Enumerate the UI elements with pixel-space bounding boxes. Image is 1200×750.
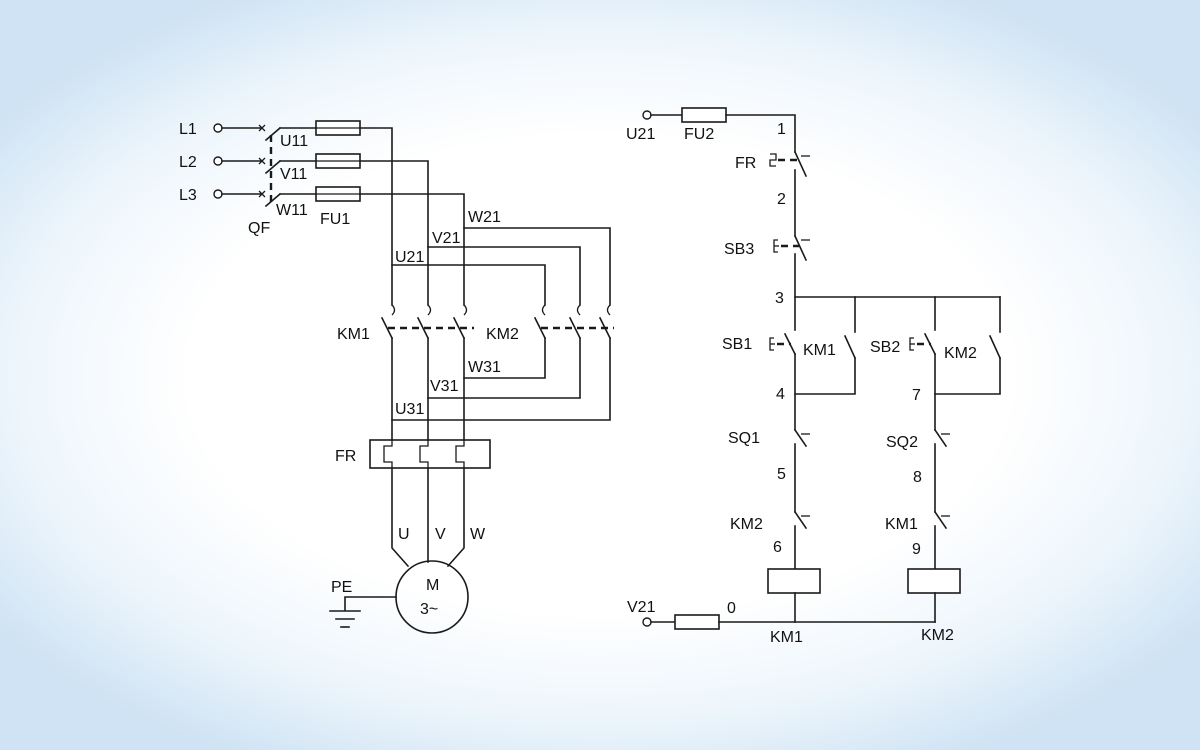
km1-interlock-contact [933,510,950,530]
label-fu1: FU1 [320,211,350,228]
sq2-limit-switch [933,428,950,448]
label-m-phase: 3~ [420,601,438,618]
label-v31: V31 [430,378,459,395]
fr-nc-contact [769,150,810,178]
node-6: 6 [773,539,782,556]
ctrl-label-km1-aux: KM1 [803,342,836,359]
km1-coil [767,568,821,594]
terminal-l2 [213,156,223,166]
label-qf: QF [248,220,270,237]
control-circuit-labels: U21 FU2 1 FR 2 SB3 3 SB1 KM1 SB2 KM2 4 7… [626,121,977,646]
node-4: 4 [776,386,785,403]
label-w: W [470,526,486,543]
node-1: 1 [777,121,786,138]
label-km2: KM2 [486,326,519,343]
node-3: 3 [775,290,784,307]
ctrl-label-fr: FR [735,155,756,172]
km2-main-contacts [533,304,612,340]
sb2-start-button [909,332,937,356]
label-l1: L1 [179,121,197,138]
main-circuit [213,120,614,634]
node-5: 5 [777,466,786,483]
fr-thermal-relay [369,439,491,469]
ctrl-label-km1-coil: KM1 [770,629,803,646]
label-w11: W11 [276,202,308,219]
terminal-u21 [642,110,652,120]
ctrl-label-v21: V21 [627,599,656,616]
fu2-fuse [681,107,727,123]
label-w31: W31 [468,359,501,376]
km2-interlock-contact [793,510,810,530]
sb1-start-button [769,332,797,356]
node-8: 8 [913,469,922,486]
node-0: 0 [727,600,736,617]
node-2: 2 [777,191,786,208]
sq1-limit-switch [793,428,810,448]
km2-aux-contact [988,334,1002,360]
return-fuse [674,614,720,630]
pe-ground [329,596,397,628]
qf-breaker [258,124,282,208]
label-v21: V21 [432,230,461,247]
control-circuit [642,107,1002,630]
label-w21: W21 [468,209,501,226]
ctrl-label-km2-nc: KM2 [730,516,763,533]
km1-main-contacts [380,304,468,340]
label-v: V [435,526,446,543]
main-circuit-labels: L1 L2 L3 QF U11 V11 W11 FU1 W21 V21 U21 … [179,121,519,618]
label-u: U [398,526,410,543]
label-km1: KM1 [337,326,370,343]
motor-m [395,560,469,634]
label-u11: U11 [280,133,308,150]
km2-coil [907,568,961,594]
node-7: 7 [912,387,921,404]
fu1-fuses [315,120,361,202]
label-l3: L3 [179,187,197,204]
label-l2: L2 [179,154,197,171]
terminal-l1 [213,123,223,133]
ctrl-label-u21: U21 [626,126,655,143]
ctrl-label-sq2: SQ2 [886,434,918,451]
node-9: 9 [912,541,921,558]
terminal-l3 [213,189,223,199]
ctrl-label-sb1: SB1 [722,336,752,353]
terminal-v21 [642,617,652,627]
km1-aux-contact [843,334,857,360]
ctrl-label-km2-aux: KM2 [944,345,977,362]
label-u31: U31 [395,401,424,418]
label-fr: FR [335,448,356,465]
label-v11: V11 [280,166,307,183]
ctrl-label-sb3: SB3 [724,241,754,258]
ctrl-label-km1-nc: KM1 [885,516,918,533]
ctrl-label-fu2: FU2 [684,126,714,143]
ctrl-label-sq1: SQ1 [728,430,760,447]
label-u21: U21 [395,249,424,266]
label-m: M [426,577,439,594]
label-pe: PE [331,579,352,596]
ctrl-label-km2-coil: KM2 [921,627,954,644]
ctrl-label-sb2: SB2 [870,339,900,356]
sb3-stop-button [773,234,810,262]
